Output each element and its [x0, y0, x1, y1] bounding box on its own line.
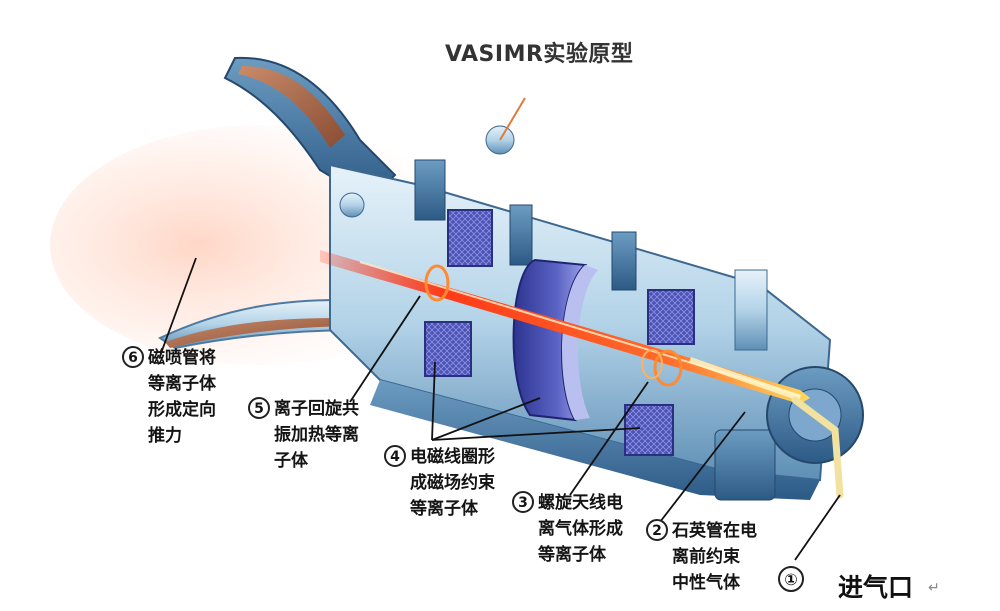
- return-mark: ↵: [928, 580, 940, 596]
- leader-5: [349, 295, 421, 403]
- callout-5-line-1: 离子回旋共: [274, 399, 359, 419]
- upper-flange-2: [509, 204, 533, 266]
- callout-2-line-3: 中性气体: [672, 573, 740, 593]
- helicon-antenna-2: [641, 349, 663, 379]
- callout-5-line-2: 振加热等离: [274, 425, 359, 445]
- side-port-left: [339, 192, 365, 218]
- large-coil-disc-rim: [562, 265, 598, 420]
- lower-pump-housing: [714, 429, 776, 501]
- leader-4c: [431, 427, 641, 441]
- diagram-title: VASIMR实验原型: [445, 42, 634, 67]
- callout-6-line-4: 推力: [148, 426, 182, 446]
- callout-3-number: 3: [512, 491, 534, 513]
- leader-4a: [431, 361, 436, 441]
- callout-3-line-3: 等离子体: [538, 545, 606, 565]
- quartz-tube: [689, 357, 801, 401]
- upper-flange-3: [611, 231, 637, 291]
- coil-block-lower-left: [424, 321, 472, 377]
- callout-3-line-1: 螺旋天线电: [538, 493, 623, 513]
- callout-6-number: 6: [122, 346, 144, 368]
- icrh-antenna: [424, 264, 450, 302]
- callout-6-line-1: 磁喷管将: [148, 348, 216, 368]
- nozzle-upper-insulation: [238, 66, 345, 148]
- callout-5-number: 5: [248, 397, 270, 419]
- leader-3: [569, 381, 649, 496]
- callout-1-number: ①: [778, 566, 804, 592]
- callout-2-number: 2: [646, 519, 668, 541]
- coil-block-upper-right: [647, 289, 695, 345]
- coil-block-lower-right: [624, 404, 674, 456]
- callout-3-line-2: 离气体形成: [538, 519, 623, 539]
- intake-label: 进气口: [838, 573, 914, 602]
- callout-6-line-3: 形成定向: [148, 400, 216, 420]
- helicon-antenna: [653, 349, 683, 387]
- leader-2: [659, 411, 746, 523]
- callout-4-line-2: 成磁场约束: [410, 473, 495, 493]
- callout-4-line-3: 等离子体: [410, 499, 478, 519]
- upper-antenna-rod: [499, 97, 526, 141]
- callout-4-line-1: 电磁线圈形: [410, 447, 495, 467]
- upper-flange-1: [414, 159, 446, 221]
- leader-4b: [431, 397, 541, 441]
- engine-body-underside: [370, 380, 820, 500]
- leader-6: [159, 257, 197, 357]
- nozzle-lower-insulation: [165, 318, 350, 348]
- callout-5-line-3: 子体: [274, 451, 308, 471]
- callout-1: ①: [778, 566, 808, 594]
- callout-6-line-2: 等离子体: [148, 374, 216, 394]
- coil-block-upper-left: [447, 209, 493, 267]
- callout-2-line-1: 石英管在电: [672, 521, 757, 541]
- leader-1: [794, 494, 841, 561]
- plasma-beam: [320, 250, 810, 404]
- gas-inlet-pipe: [791, 396, 844, 499]
- callout-4-number: 4: [384, 445, 406, 467]
- upper-flange-4: [734, 269, 768, 351]
- callout-2-line-2: 离前约束: [672, 547, 740, 567]
